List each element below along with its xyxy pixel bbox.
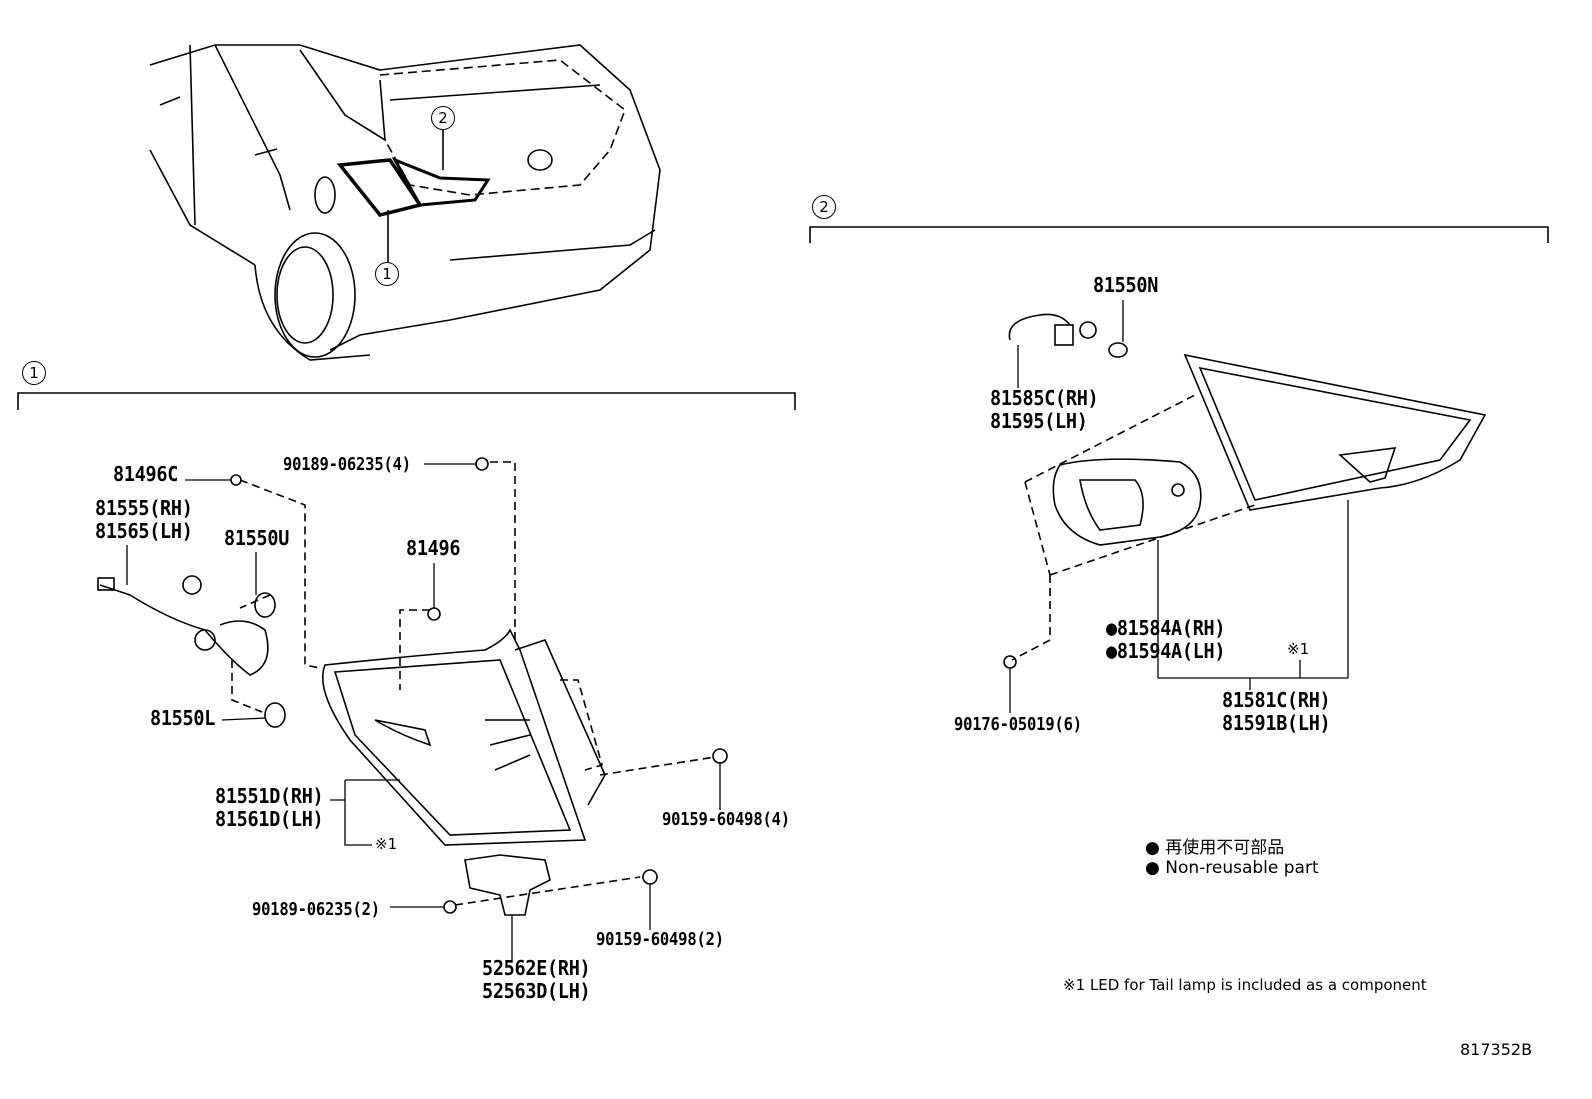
outer-tail-lamp — [322, 628, 606, 846]
legend-jp: ● 再使用不可部品 — [1145, 838, 1285, 858]
part-label: 81496C — [113, 463, 179, 487]
section-2-bracket — [809, 226, 1549, 243]
section-1-bracket — [17, 392, 796, 410]
diagram-id: 817352B — [1460, 1040, 1533, 1059]
part-label: 81496 — [406, 537, 461, 561]
legend-en: ● Non-reusable part — [1145, 858, 1319, 878]
part-label: 81550L — [150, 707, 216, 731]
part-label: 90159-60498(2) — [596, 929, 724, 950]
part-label: 81555(RH) — [95, 497, 193, 521]
part-label: 81581C(RH) — [1222, 689, 1331, 713]
note-marker: ※1 — [1287, 640, 1310, 658]
part-label: 81550U — [224, 527, 290, 551]
car-callout-2: 2 — [431, 106, 455, 130]
part-label: 81595(LH) — [990, 410, 1088, 434]
bulb-socket-harness — [97, 575, 286, 728]
section-2-marker: 2 — [812, 195, 836, 219]
part-label: ●81594A(LH) — [1106, 640, 1226, 664]
part-label: 52563D(LH) — [482, 980, 591, 1004]
part-label: 90176-05019(6) — [954, 714, 1082, 735]
part-label: 90159-60498(4) — [662, 809, 790, 830]
part-label: 52562E(RH) — [482, 957, 591, 981]
footnote: ※1 LED for Tail lamp is included as a co… — [1063, 976, 1427, 994]
part-label: 81551D(RH) — [215, 785, 324, 809]
inner-tail-lamp — [1183, 353, 1487, 511]
fasteners — [230, 457, 728, 914]
part-label: 90189-06235(4) — [283, 454, 411, 475]
car-callout-1: 1 — [375, 262, 399, 286]
section-1-marker: 1 — [22, 361, 46, 385]
part-label: 81550N — [1093, 274, 1159, 298]
part-label: 81561D(LH) — [215, 808, 324, 832]
part-label: 81585C(RH) — [990, 387, 1099, 411]
gasket-81584 — [1052, 458, 1202, 546]
part-label: 81565(LH) — [95, 520, 193, 544]
part-label: 90189-06235(2) — [252, 899, 380, 920]
car-rear-illustration — [149, 44, 661, 361]
part-label: ●81584A(RH) — [1106, 617, 1226, 641]
socket-81585 — [1008, 313, 1128, 358]
bracket-52562 — [464, 854, 551, 916]
note-marker: ※1 — [375, 835, 398, 853]
part-label: 81591B(LH) — [1222, 712, 1331, 736]
